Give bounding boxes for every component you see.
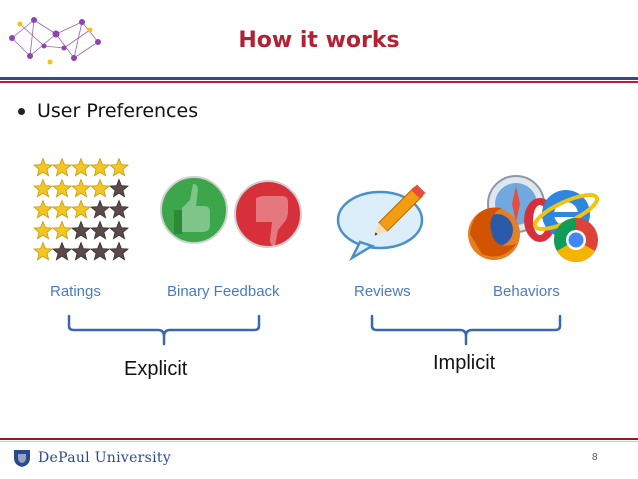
star-empty-icon [108, 178, 129, 198]
star-empty-icon [70, 220, 92, 240]
star-empty-icon [108, 199, 129, 219]
bullet-item: User Preferences [18, 100, 198, 122]
star-empty-icon [89, 199, 111, 219]
label-ratings: Ratings [50, 283, 101, 300]
thumbs-up-icon [160, 176, 228, 244]
label-binary-feedback: Binary Feedback [167, 283, 280, 300]
explicit-brace [67, 314, 261, 346]
bullet-dot [18, 107, 25, 115]
browser-logos-icon [468, 175, 600, 262]
thumbs-feedback-icon [160, 176, 302, 248]
university-name: DePaul University [38, 450, 172, 466]
star-empty-icon [108, 220, 129, 240]
star-filled-icon [33, 241, 54, 261]
depaul-shield-icon [14, 450, 30, 467]
slide-title: How it works [238, 28, 400, 53]
header-rule-red [0, 81, 638, 83]
network-graph-icon [9, 17, 101, 65]
star-filled-icon [70, 178, 92, 198]
star-empty-icon [89, 220, 111, 240]
star-filled-icon [33, 199, 54, 219]
review-speech-bubble-icon [336, 184, 426, 262]
star-filled-icon [51, 199, 73, 219]
star-rating-icon [33, 158, 129, 261]
firefox-icon [468, 207, 520, 260]
thumbs-down-icon [234, 180, 302, 248]
footer-rule-grey [0, 441, 638, 442]
star-empty-icon [70, 241, 92, 261]
star-filled-icon [33, 158, 54, 177]
page-number: 8 [592, 452, 598, 463]
star-empty-icon [51, 241, 73, 261]
star-filled-icon [33, 220, 54, 240]
star-filled-icon [89, 158, 111, 177]
star-empty-icon [108, 241, 129, 261]
bullet-text: User Preferences [37, 100, 199, 122]
depaul-logo: DePaul University [12, 448, 171, 468]
label-reviews: Reviews [354, 283, 411, 300]
star-filled-icon [70, 158, 92, 177]
implicit-brace [370, 314, 562, 346]
star-filled-icon [51, 178, 73, 198]
star-filled-icon [108, 158, 129, 177]
star-filled-icon [51, 158, 73, 177]
star-filled-icon [51, 220, 73, 240]
label-implicit: Implicit [433, 352, 496, 374]
star-filled-icon [89, 178, 111, 198]
star-filled-icon [33, 178, 54, 198]
label-explicit: Explicit [124, 358, 188, 380]
star-empty-icon [89, 241, 111, 261]
chrome-icon [554, 218, 598, 262]
label-behaviors: Behaviors [493, 283, 560, 300]
header-rule-blue [0, 77, 638, 80]
footer-rule-red [0, 438, 638, 440]
star-filled-icon [70, 199, 92, 219]
